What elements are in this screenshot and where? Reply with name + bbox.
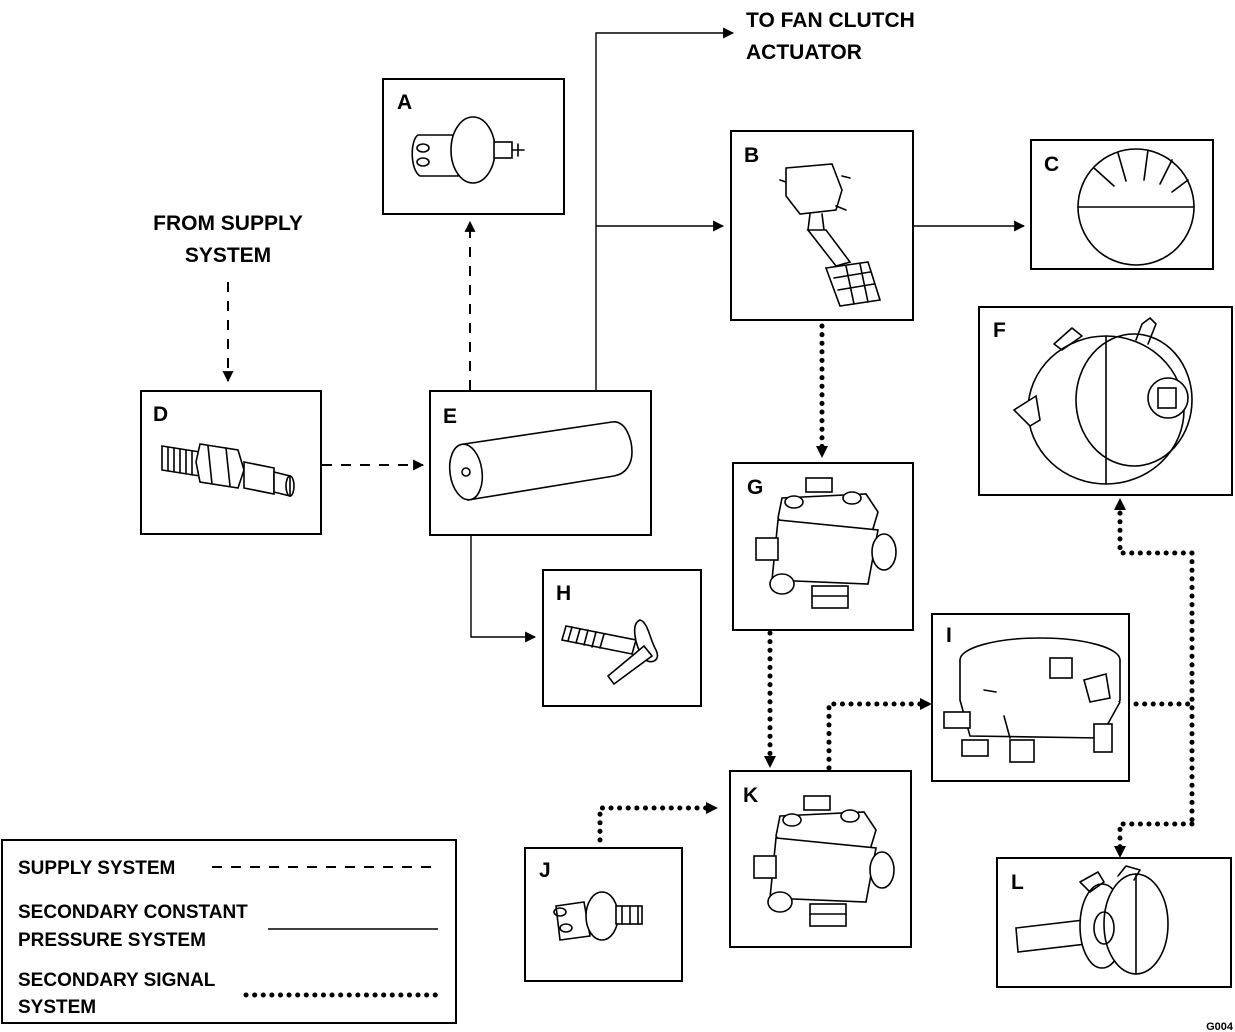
component-h-label: H <box>556 582 571 605</box>
relay-valve-icon <box>753 795 895 927</box>
component-a: A <box>382 78 565 215</box>
pressure-switch-icon <box>411 116 525 184</box>
component-d-label: D <box>153 403 168 426</box>
component-e-label: E <box>443 405 457 428</box>
from-supply-label-line1: FROM SUPPLY <box>153 212 303 235</box>
t-handle-drain-valve-icon <box>560 619 659 686</box>
relay-valve-icon <box>755 477 897 609</box>
component-e: E <box>429 390 652 536</box>
component-g: G <box>732 462 914 631</box>
component-i: I <box>931 613 1130 782</box>
reservoir-tank-icon <box>448 421 633 501</box>
legend: SUPPLY SYSTEM SECONDARY CONSTANT PRESSUR… <box>1 839 457 1024</box>
legend-secondary-constant-label-line1: SECONDARY CONSTANT <box>18 902 248 923</box>
constant-line-e-to-h <box>470 535 537 643</box>
modulator-valve-icon <box>943 637 1121 763</box>
legend-secondary-constant-label-line2: PRESSURE SYSTEM <box>18 930 206 951</box>
component-l-label: L <box>1011 871 1024 894</box>
component-f-label: F <box>993 319 1006 342</box>
component-c-label: C <box>1044 153 1059 176</box>
stoplight-switch-icon <box>553 891 643 941</box>
component-j-label: J <box>539 859 551 882</box>
legend-secondary-signal-label-line2: SYSTEM <box>18 997 96 1018</box>
from-supply-label-line2: SYSTEM <box>185 244 271 267</box>
component-b: B <box>730 130 914 321</box>
component-f: F <box>978 306 1233 496</box>
component-k: K <box>729 770 912 948</box>
figure-code: G004 <box>1206 1021 1234 1032</box>
pressure-gauge-icon <box>1077 148 1195 266</box>
signal-line-k-to-i <box>826 701 929 771</box>
to-fan-clutch-label-line2: ACTUATOR <box>746 41 862 64</box>
supply-system-lines <box>222 220 476 471</box>
component-d: D <box>140 390 322 535</box>
to-fan-clutch-label-line1: TO FAN CLUTCH <box>746 9 915 32</box>
component-g-label: G <box>747 476 763 499</box>
signal-line-i-to-f-and-l <box>1117 503 1195 853</box>
component-j: J <box>524 847 683 982</box>
component-k-label: K <box>743 784 758 807</box>
treadle-valve-icon <box>779 163 882 307</box>
component-a-label: A <box>397 91 412 114</box>
constant-line-e-to-fan-clutch <box>595 27 735 390</box>
secondary-constant-pressure-lines <box>470 27 1026 643</box>
legend-supply-system-label: SUPPLY SYSTEM <box>18 858 175 879</box>
legend-secondary-signal-label-line1: SECONDARY SIGNAL <box>18 970 216 991</box>
signal-line-j-to-k <box>597 805 715 843</box>
secondary-signal-lines <box>597 323 1195 858</box>
brake-actuator-icon <box>1015 865 1169 975</box>
component-i-label: I <box>946 624 952 647</box>
component-h: H <box>542 569 702 707</box>
component-b-label: B <box>744 144 759 167</box>
component-l: L <box>996 857 1232 988</box>
brake-chamber-icon <box>1012 317 1193 485</box>
check-valve-icon <box>161 443 295 498</box>
component-c: C <box>1030 139 1214 270</box>
